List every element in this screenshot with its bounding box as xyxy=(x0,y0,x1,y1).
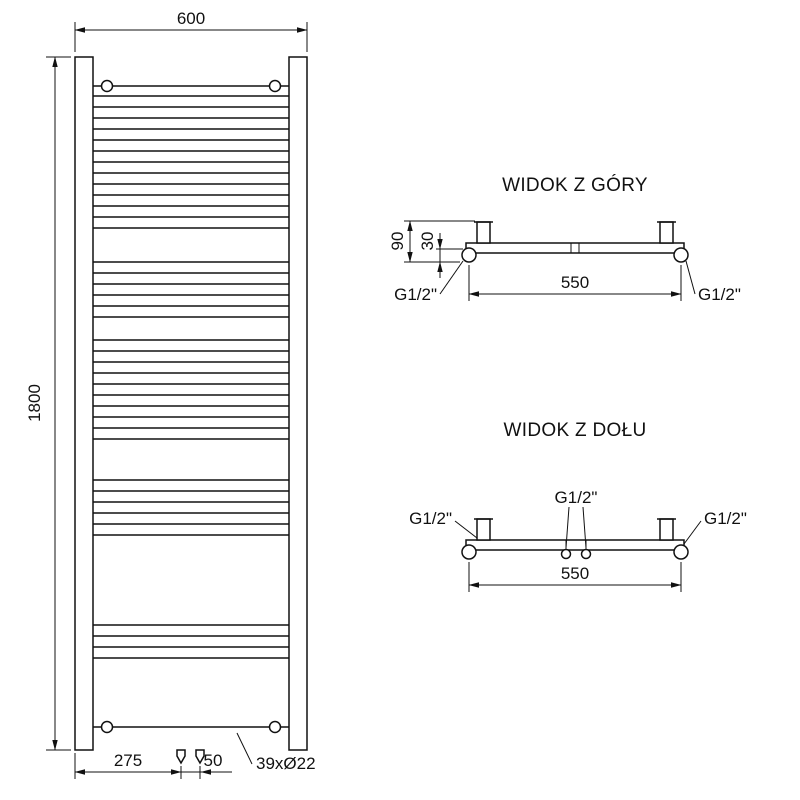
dim-height-label: 1800 xyxy=(25,384,44,422)
dim-depth-label: 90 xyxy=(388,232,407,251)
top-view-right-elbow xyxy=(673,247,689,263)
dim-span-label: 550 xyxy=(561,273,589,292)
conn-center-label: G1/2" xyxy=(555,488,598,507)
valve-symbol xyxy=(176,749,186,765)
bottom-view-right-elbow xyxy=(673,544,689,560)
bottom-brackets xyxy=(93,720,289,734)
conn-left-callout-bottom: G1/2" xyxy=(409,509,478,539)
conn-right-callout-bottom: G1/2" xyxy=(683,509,747,545)
top-view-bar xyxy=(465,242,685,254)
top-view: WIDOK Z GÓRY 90 30 xyxy=(388,174,741,304)
bracket-circle xyxy=(268,720,282,734)
dim-bottom: 275 50 xyxy=(74,751,232,779)
bracket-circle xyxy=(100,79,114,93)
dim-left-offset-label: 275 xyxy=(114,751,142,770)
bracket-circle xyxy=(100,720,114,734)
bottom-view-right-pipe xyxy=(659,518,674,541)
conn-center-callout: G1/2" xyxy=(555,488,598,549)
bottom-view-left-elbow xyxy=(461,544,477,560)
top-view-right-pipe xyxy=(659,221,674,244)
dim-height: 1800 xyxy=(25,56,71,751)
conn-left-callout: G1/2" xyxy=(394,260,464,304)
dim-center-spacing-label: 50 xyxy=(204,751,223,770)
dim-width-label: 600 xyxy=(177,9,205,28)
radiator-left-collector xyxy=(74,56,94,751)
conn-right-label: G1/2" xyxy=(704,509,747,528)
conn-left-label: G1/2" xyxy=(409,509,452,528)
dim-wall: 30 xyxy=(418,232,463,278)
conn-right-callout: G1/2" xyxy=(685,260,741,304)
bottom-view: WIDOK Z DOŁU G1/2" G1/2" xyxy=(409,420,747,592)
valve-symbol xyxy=(195,749,205,765)
top-view-title: WIDOK Z GÓRY xyxy=(502,174,648,196)
conn-right-label: G1/2" xyxy=(698,285,741,304)
dim-wall-label: 30 xyxy=(418,232,437,251)
top-brackets xyxy=(93,79,289,93)
center-connections xyxy=(560,540,592,560)
dim-span-bottom: 550 xyxy=(468,562,682,592)
dim-depth: 90 xyxy=(388,220,475,263)
radiator-tubes xyxy=(93,95,289,659)
tube-count-label: 39xØ22 xyxy=(256,754,316,773)
top-view-left-elbow xyxy=(461,247,477,263)
bottom-view-left-pipe xyxy=(476,518,491,541)
dim-span-label: 550 xyxy=(561,564,589,583)
bottom-connectors xyxy=(176,749,205,765)
bracket-circle xyxy=(268,79,282,93)
front-view: 600 1800 275 50 39xØ22 xyxy=(25,9,316,779)
radiator-right-collector xyxy=(288,56,308,751)
center-connection xyxy=(580,548,592,560)
conn-left-label: G1/2" xyxy=(394,285,437,304)
bottom-view-title: WIDOK Z DOŁU xyxy=(504,420,647,441)
center-connection xyxy=(560,548,572,560)
dim-width: 600 xyxy=(74,9,308,52)
dim-span-top: 550 xyxy=(468,265,682,301)
tube-count-callout: 39xØ22 xyxy=(236,732,316,773)
bottom-view-bar xyxy=(465,539,685,551)
top-view-left-pipe xyxy=(476,221,491,244)
